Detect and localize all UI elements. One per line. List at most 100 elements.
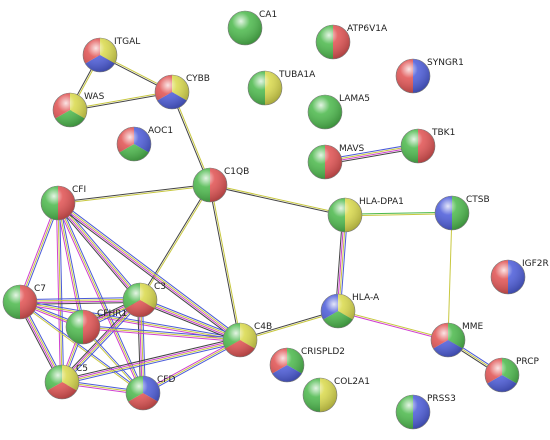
node-sphere (269, 347, 305, 383)
node-col2a1[interactable]: COL2A1 (301, 376, 370, 414)
node-mme[interactable]: MME (429, 321, 484, 359)
edge-c1qb-cfi (57, 183, 211, 205)
node-cfhr1[interactable]: CFHR1 (64, 308, 127, 346)
edge-line (57, 203, 140, 301)
edge-line (345, 213, 453, 217)
node-label: C3 (154, 282, 166, 292)
node-c5[interactable]: C5 (43, 363, 88, 401)
node-mavs[interactable]: MAVS (306, 143, 365, 181)
edge-ctsb-mme (447, 212, 453, 341)
node-label: C1QB (224, 167, 249, 177)
edge-line (140, 298, 241, 340)
edge-line (55, 203, 61, 383)
node-label: AOC1 (148, 126, 173, 136)
node-atp6v1a[interactable]: ATP6V1A (314, 23, 388, 61)
node-c4b[interactable]: C4B (221, 321, 272, 359)
node-sphere (490, 259, 526, 295)
edge-cfhr1-c4b (82, 324, 241, 343)
node-label: TBK1 (431, 128, 455, 138)
edge-line (82, 328, 240, 343)
edge-c3-c5 (59, 298, 143, 384)
node-hla-dpa1[interactable]: HLA-DPA1 (326, 196, 404, 234)
edge-line (19, 302, 143, 395)
edge-line (19, 301, 241, 341)
node-itgal[interactable]: ITGAL (81, 36, 140, 74)
edge-line (57, 202, 63, 383)
edge-line (141, 338, 240, 393)
edge-line (18, 202, 57, 302)
node-sphere (227, 10, 263, 46)
edge-line (19, 202, 59, 303)
edge-line (19, 298, 140, 302)
node-sphere (2, 284, 38, 320)
node-cfi[interactable]: CFI (39, 184, 86, 222)
edge-line (138, 301, 240, 343)
edge-line (59, 202, 86, 327)
edge-c1qb-c3 (138, 184, 212, 301)
edge-c1qb-hla-dpa1 (209, 183, 346, 217)
node-label: CYBB (186, 74, 210, 84)
node-sphere (125, 375, 161, 411)
node-cybb[interactable]: CYBB (153, 73, 210, 111)
node-sphere (484, 357, 520, 393)
node-label: COL2A1 (334, 377, 370, 387)
edge-line (337, 311, 448, 342)
node-label: HLA-A (352, 293, 380, 303)
edge-hla-a-mme (337, 309, 449, 342)
node-c7[interactable]: C7 (1, 283, 46, 321)
edge-line (61, 338, 240, 382)
node-prss3[interactable]: PRSS3 (394, 393, 456, 431)
edge-line (143, 340, 242, 395)
node-label: PRCP (516, 357, 540, 367)
node-ctsb[interactable]: CTSB (433, 194, 490, 232)
node-tuba1a[interactable]: TUBA1A (246, 69, 316, 107)
edge-line (210, 183, 346, 215)
edge-line (62, 340, 241, 384)
edges-layer (17, 53, 504, 396)
node-crispld2[interactable]: CRISPLD2 (268, 346, 345, 384)
edge-line (57, 183, 210, 203)
edge-hla-dpa1-ctsb (344, 211, 453, 217)
node-syngr1[interactable]: SYNGR1 (394, 57, 464, 95)
edge-line (138, 184, 210, 300)
edge-line (57, 203, 240, 342)
edge-line (63, 301, 143, 384)
node-label: MME (462, 322, 484, 332)
edge-line (55, 204, 139, 302)
node-sphere (122, 282, 158, 318)
node-prcp[interactable]: PRCP (483, 356, 540, 394)
edge-line (21, 203, 60, 303)
edge-line (83, 324, 241, 339)
node-sphere (307, 144, 343, 180)
node-was[interactable]: WAS (51, 91, 105, 129)
node-sphere (400, 128, 436, 164)
node-label: CA1 (259, 10, 277, 20)
node-label: CFD (157, 375, 175, 385)
edge-line (61, 299, 140, 382)
edge-line (447, 212, 453, 341)
node-sphere (395, 58, 431, 94)
node-sphere (434, 195, 470, 231)
node-cfd[interactable]: CFD (124, 374, 175, 412)
edge-c4b-cfd (141, 338, 242, 395)
node-igf2r[interactable]: IGF2R (489, 258, 549, 296)
node-label: WAS (84, 92, 105, 102)
node-c1qb[interactable]: C1QB (191, 166, 249, 204)
node-sphere (395, 394, 431, 430)
node-lama5[interactable]: LAMA5 (307, 94, 370, 130)
edge-line (62, 300, 141, 383)
node-aoc1[interactable]: AOC1 (115, 125, 173, 163)
edge-line (58, 202, 141, 300)
node-sphere (307, 94, 343, 130)
node-sphere (40, 185, 76, 221)
edge-line (344, 211, 452, 215)
edge-c3-c4b (138, 297, 242, 343)
node-hla-a[interactable]: HLA-A (319, 292, 380, 330)
node-ca1[interactable]: CA1 (227, 10, 277, 46)
node-label: CFHR1 (97, 309, 127, 319)
edge-line (338, 309, 449, 340)
edge-line (140, 297, 242, 339)
node-tbk1[interactable]: TBK1 (399, 127, 455, 165)
edge-line (209, 185, 345, 217)
node-label: C5 (76, 364, 88, 374)
